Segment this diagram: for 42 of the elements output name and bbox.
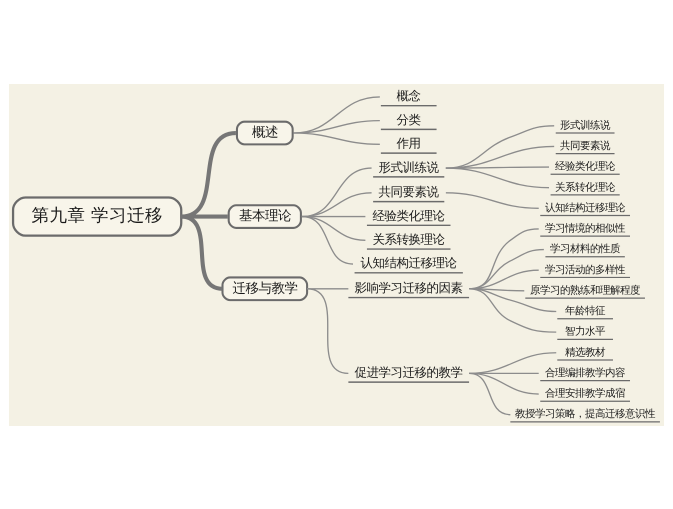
connector [294, 132, 380, 145]
node-box: 基本理论 [228, 204, 302, 228]
node-text: 促进学习迁移的教学 [354, 365, 463, 380]
node-text: 智力水平 [565, 325, 606, 338]
node-text: 分类 [396, 112, 421, 126]
node-text: 作用 [396, 136, 421, 150]
node-text: 学习材料的性质 [550, 242, 620, 255]
node-text: 关系转换理论 [372, 232, 445, 246]
connector [468, 372, 510, 415]
node-text: 年龄特征 [565, 304, 606, 317]
node-text: 精选教材 [565, 346, 606, 358]
node-text: 认知结构迁移理论 [545, 201, 626, 214]
node-text: 经验类化理论 [555, 160, 616, 172]
node-box: 概述 [236, 120, 294, 145]
node-text: 影响学习迁移的因素 [354, 280, 463, 294]
node-text: 教授学习策略，提高迁移意识性 [515, 408, 656, 420]
node-text: 关系转化理论 [555, 180, 616, 193]
connector [469, 288, 556, 332]
connector [307, 288, 348, 289]
connector [446, 192, 539, 208]
node-text: 原学习的熟练和理解程度 [530, 284, 640, 296]
node-text: 合理编排教学内容 [545, 366, 626, 378]
node-text: 形式训练说 [378, 160, 439, 174]
node-box: 迁移与教学 [221, 276, 308, 301]
connector [306, 288, 348, 374]
node-box: 第九章 学习迁移 [12, 196, 182, 236]
connector [469, 372, 539, 374]
node-text: 形式训练说 [560, 118, 610, 131]
connector [469, 372, 539, 394]
node-text: 合理安排教学成宿 [545, 387, 626, 400]
connector [469, 288, 556, 312]
connector [294, 96, 380, 134]
node-text: 共同要素说 [378, 184, 439, 199]
node-text: 经验类化理论 [372, 208, 445, 222]
connector [446, 166, 550, 188]
connector [302, 215, 354, 264]
node-text: 概念 [396, 88, 421, 103]
node-text: 认知结构迁移理论 [360, 256, 457, 270]
connector [469, 352, 556, 374]
node-text: 共同要素说 [560, 139, 610, 152]
node-text: 学习情境的相似性 [545, 222, 626, 234]
node-text: 学习活动的多样性 [545, 263, 626, 276]
